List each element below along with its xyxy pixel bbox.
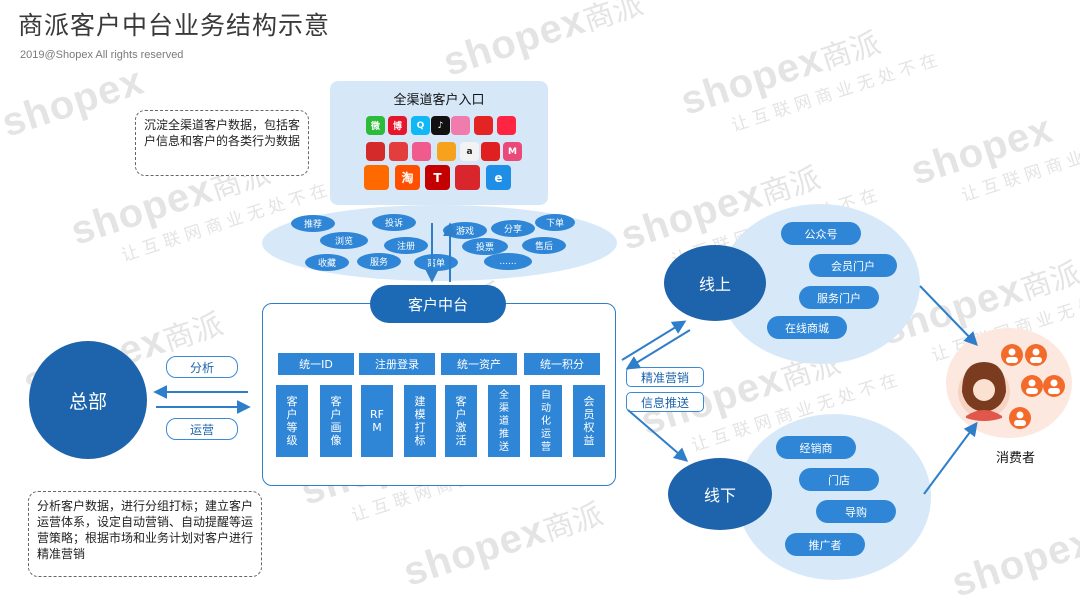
behavior-tag: 售后 <box>522 237 566 254</box>
arrow-from-online <box>625 329 691 370</box>
behavior-tag: ...... <box>484 253 532 270</box>
behavior-tag: 投诉 <box>372 214 416 231</box>
app-icon-pink <box>451 116 470 135</box>
app-icon-pink-3: M <box>503 142 522 161</box>
tmall-icon: T <box>425 165 450 190</box>
arrow-online-consumer <box>919 285 978 347</box>
offline-item: 门店 <box>799 468 879 491</box>
hub-feature: 自动化运营 <box>530 385 562 457</box>
online-item: 会员门户 <box>809 254 897 277</box>
wechat-icon: 微 <box>366 116 385 135</box>
page-title: 商派客户中台业务结构示意 <box>18 11 331 40</box>
hub-feature: RFM <box>361 385 393 457</box>
hub-feature: 建模打标 <box>404 385 436 457</box>
copyright-text: 2019@Shopex All rights reserved <box>20 49 184 61</box>
note-bottom: 分析客户数据，进行分组打标；建立客户运营体系，设定自动营销、自动提醒等运营策略；… <box>28 491 262 577</box>
flow-label-analyze: 分析 <box>166 356 238 378</box>
behavior-tag: 浏览 <box>320 232 368 249</box>
behavior-tag: 注册 <box>384 237 428 254</box>
arrow-to-online <box>621 320 687 361</box>
customer-hub-title: 客户中台 <box>370 285 506 323</box>
xiaohongshu-icon <box>497 116 516 135</box>
behavior-tag: 分享 <box>491 220 535 237</box>
tag-precise-marketing: 精准营销 <box>626 367 704 387</box>
behavior-tag: 下单 <box>535 214 575 231</box>
hub-feature: 会员权益 <box>573 385 605 457</box>
weibo-icon: 博 <box>388 116 407 135</box>
offline-item: 经销商 <box>776 436 856 459</box>
behavior-tag: 推荐 <box>291 215 335 232</box>
qq-icon: Q <box>411 116 430 135</box>
amazon-icon: a <box>460 142 479 161</box>
online-node: 线上 <box>664 245 766 321</box>
tag-info-push: 信息推送 <box>626 392 704 412</box>
hub-feature: 客户激活 <box>445 385 477 457</box>
douyin-icon: ♪ <box>431 116 450 135</box>
offline-node: 线下 <box>668 458 772 530</box>
behavior-tag: 收藏 <box>305 254 349 271</box>
hub-column-header: 统一ID <box>278 353 354 375</box>
behavior-tag: 服务 <box>357 253 401 270</box>
app-icon-pink-2 <box>412 142 431 161</box>
app-icon-red-3 <box>481 142 500 161</box>
app-icon-red-4 <box>455 165 480 190</box>
online-item: 在线商城 <box>767 316 847 339</box>
hub-feature: 客户画像 <box>320 385 352 457</box>
hub-feature: 全渠道推送 <box>488 385 520 457</box>
toutiao-icon <box>474 116 493 135</box>
offline-item: 推广者 <box>785 533 865 556</box>
hub-column-header: 统一积分 <box>524 353 600 375</box>
behavior-tag: 投票 <box>462 238 508 255</box>
app-icon-red-2 <box>389 142 408 161</box>
taobao-icon: 淘 <box>395 165 420 190</box>
channel-entry-title: 全渠道客户入口 <box>393 93 485 108</box>
offline-item: 导购 <box>816 500 896 523</box>
app-icon-red-1 <box>366 142 385 161</box>
person-icons <box>1001 344 1065 429</box>
flow-label-operate: 运营 <box>166 418 238 440</box>
note-top: 沉淀全渠道客户数据，包括客户信息和客户的各类行为数据 <box>135 110 309 176</box>
headquarters-node: 总部 <box>29 341 147 459</box>
arrow-offline-consumer <box>923 421 978 495</box>
app-icon-orange <box>437 142 456 161</box>
hub-column-header: 统一资产 <box>441 353 517 375</box>
arrow-to-offline <box>627 409 689 462</box>
online-item: 服务门户 <box>799 286 879 309</box>
online-item: 公众号 <box>781 222 861 245</box>
app-icon-blue: e <box>486 165 511 190</box>
consumer-avatar-icon <box>958 362 1010 421</box>
consumer-label: 消费者 <box>996 451 1036 466</box>
alibaba-icon <box>364 165 389 190</box>
hub-column-header: 注册登录 <box>359 353 435 375</box>
behavior-tag: 离单 <box>414 254 458 271</box>
hub-feature: 客户等级 <box>276 385 308 457</box>
